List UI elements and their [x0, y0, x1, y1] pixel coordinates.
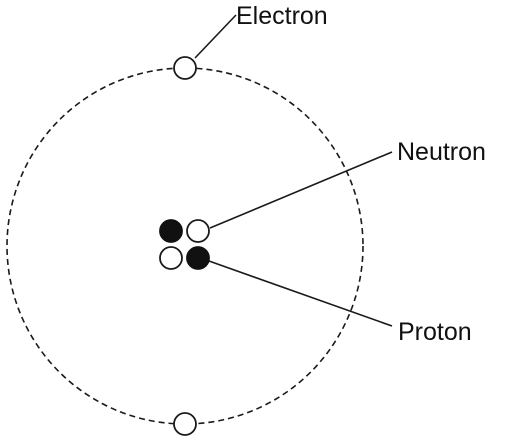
- proton-leader-line: [208, 260, 393, 327]
- electron-label: Electron: [236, 2, 328, 30]
- neutron-bottom-left: [159, 246, 183, 270]
- proton-bottom-right: [186, 246, 210, 270]
- electron-top: [173, 56, 197, 80]
- nucleus: [159, 219, 210, 270]
- proton-top-left: [159, 219, 183, 243]
- proton-label: Proton: [398, 318, 472, 346]
- neutron-label: Neutron: [397, 138, 486, 166]
- electron-bottom: [173, 412, 197, 436]
- electron-orbit: [6, 67, 364, 425]
- electron-leader-line: [194, 14, 237, 59]
- neutron-leader-line: [209, 151, 393, 229]
- neutron-top-right: [186, 219, 210, 243]
